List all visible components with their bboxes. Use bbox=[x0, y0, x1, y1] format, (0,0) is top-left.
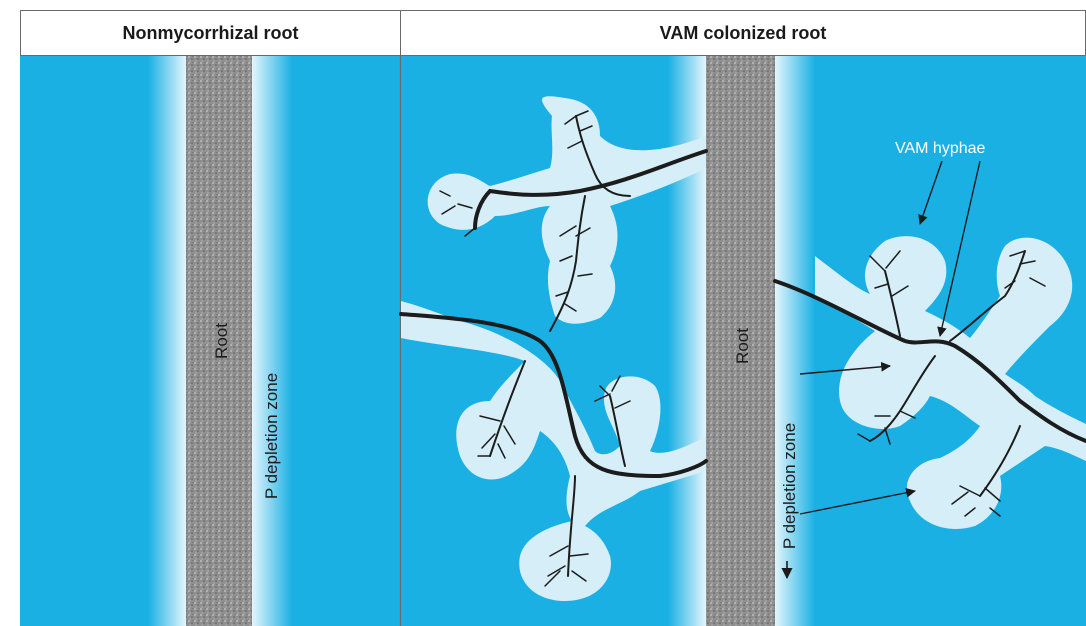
root-label-right: Root bbox=[733, 328, 752, 364]
depletion-zone-left-b bbox=[252, 56, 292, 626]
depletion-zone-left-a bbox=[148, 56, 186, 626]
left-panel: Root P depletion zone bbox=[20, 56, 401, 626]
diagram-frame: Nonmycorrhizal root VAM colonized root bbox=[20, 10, 1086, 626]
vam-header: VAM colonized root bbox=[400, 10, 1086, 56]
hyphae-label: VAM hyphae bbox=[895, 140, 986, 157]
root-diagram: Root P depletion zone Root bbox=[20, 56, 1086, 626]
right-panel: Root bbox=[401, 56, 1086, 626]
depletion-label-right: P depletion zone bbox=[780, 423, 799, 549]
depletion-label-left: P depletion zone bbox=[262, 373, 281, 499]
nonmycorrhizal-header: Nonmycorrhizal root bbox=[20, 10, 401, 56]
root-label-left: Root bbox=[212, 323, 231, 359]
